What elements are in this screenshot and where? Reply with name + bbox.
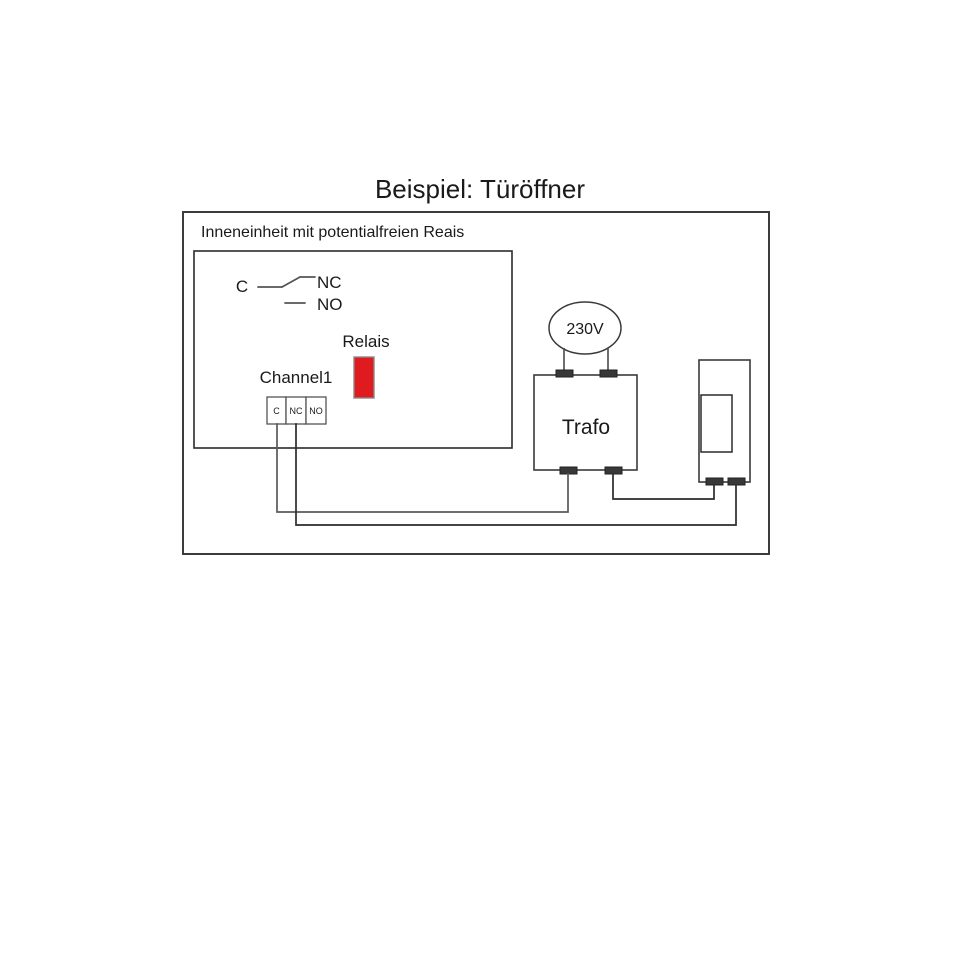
mains-voltage-label: 230V bbox=[566, 321, 604, 338]
transformer-terminal-secondary-right bbox=[604, 466, 623, 475]
transformer-body bbox=[533, 374, 638, 471]
contact-common-label: C bbox=[236, 277, 248, 296]
terminal-cell-no[interactable] bbox=[305, 396, 327, 425]
outer-frame-label: Inneneinheit mit potentialfreien Reais bbox=[201, 224, 464, 241]
indoor-unit-panel bbox=[193, 250, 513, 449]
relay-label: Relais bbox=[342, 332, 389, 351]
wire-nc-to-door-opener bbox=[295, 423, 737, 526]
terminal-cell-nc-label: NC bbox=[290, 406, 303, 416]
channel-terminal-block[interactable]: C NC NO bbox=[266, 396, 327, 425]
transformer: Trafo bbox=[533, 369, 638, 475]
contact-no-label: NO bbox=[317, 295, 343, 314]
contact-nc-label: NC bbox=[317, 273, 342, 292]
door-opener-terminal-left bbox=[705, 477, 724, 486]
transformer-terminal-secondary-left bbox=[559, 466, 578, 475]
mains-source-circle bbox=[548, 301, 622, 355]
diagram-title: Beispiel: Türöffner bbox=[375, 174, 585, 204]
wire-c-to-transformer bbox=[276, 423, 569, 513]
relay-led-indicator bbox=[353, 356, 375, 399]
door-opener-latch bbox=[700, 394, 733, 453]
terminal-cell-c-label: C bbox=[273, 406, 280, 416]
mains-source: 230V bbox=[548, 301, 622, 373]
door-opener-terminal-right bbox=[727, 477, 746, 486]
door-opener bbox=[698, 359, 751, 486]
channel-label: Channel1 bbox=[260, 368, 333, 387]
transformer-label: Trafo bbox=[562, 416, 610, 439]
relay-contact-symbol: C NC NO bbox=[236, 273, 343, 314]
transformer-terminal-primary-left bbox=[555, 369, 574, 378]
wire-transformer-to-door-opener bbox=[612, 473, 715, 500]
transformer-terminal-primary-right bbox=[599, 369, 618, 378]
outer-frame bbox=[182, 211, 770, 555]
terminal-cell-no-label: NO bbox=[309, 406, 323, 416]
